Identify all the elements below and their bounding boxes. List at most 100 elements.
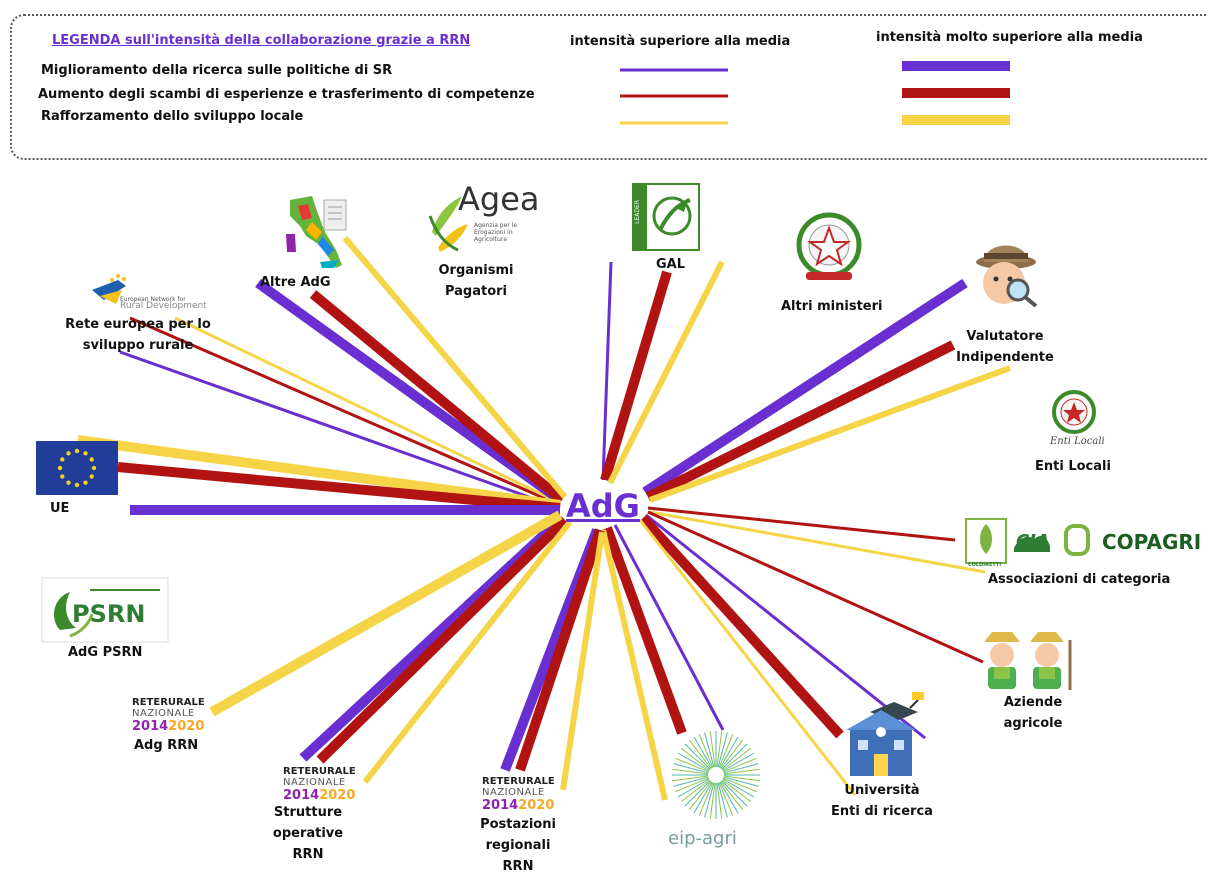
eu-star bbox=[91, 465, 97, 471]
link-valutatore-red bbox=[645, 340, 956, 502]
eip-ray bbox=[723, 768, 760, 775]
eip-ray bbox=[704, 782, 715, 818]
cia-leaf-icon bbox=[1064, 524, 1090, 556]
eip-ray bbox=[693, 781, 713, 814]
link-eip-red bbox=[602, 526, 687, 735]
rrn-logo-strutture: RETERURALE NAZIONALE 20142020 bbox=[283, 766, 356, 803]
node-strutture-operative-rrn: Strutture operative RRN bbox=[272, 805, 344, 862]
eip-ray bbox=[722, 747, 752, 771]
link-rete-europea-yellow bbox=[174, 316, 561, 505]
agea-logo-text: Agea bbox=[458, 180, 540, 218]
rrn-logo-postazioni: RETERURALE NAZIONALE 20142020 bbox=[482, 776, 555, 813]
eu-star bbox=[60, 457, 65, 462]
link-valutatore-purple bbox=[642, 278, 968, 497]
eip-ray bbox=[721, 743, 748, 770]
eu-star bbox=[83, 480, 88, 485]
eip-ray bbox=[704, 732, 715, 768]
node-valutatore-indipendente: Valutatore Indipendente bbox=[956, 329, 1054, 365]
eu-star bbox=[83, 451, 88, 456]
eip-ray bbox=[677, 752, 710, 772]
agea-leaf-icon bbox=[428, 196, 468, 252]
link-aziende-red bbox=[647, 510, 984, 664]
link-gal-purple bbox=[601, 261, 613, 481]
eu-star bbox=[74, 448, 80, 454]
link-altre-adg-yellow bbox=[342, 236, 568, 499]
eip-ray bbox=[722, 752, 755, 772]
enti-locali-emblem-icon bbox=[1052, 390, 1096, 434]
link-universita-red bbox=[639, 514, 844, 739]
link-strutture-yellow bbox=[362, 520, 573, 784]
eip-ray bbox=[720, 781, 744, 811]
link-altre-adg-purple bbox=[255, 278, 563, 505]
link-ue-yellow bbox=[77, 435, 561, 510]
associations-logos bbox=[965, 518, 1090, 564]
node-universita-enti-ricerca: Università Enti di ricerca bbox=[831, 783, 933, 819]
node-associazioni-categoria: Associazioni di categoria bbox=[988, 572, 1171, 587]
link-gal-red bbox=[600, 270, 672, 482]
eip-ray bbox=[684, 780, 711, 807]
node-enti-locali: Enti Locali bbox=[1035, 459, 1111, 474]
eip-ray bbox=[719, 781, 739, 814]
node-adg-rrn: Adg RRN bbox=[134, 738, 199, 753]
legend-col-much-above: intensità molto superiore alla media bbox=[876, 30, 1143, 45]
eip-ray bbox=[672, 768, 709, 775]
eip-ray bbox=[723, 777, 757, 793]
eip-ray bbox=[723, 757, 757, 773]
eip-ray bbox=[721, 780, 748, 807]
eip-ray bbox=[680, 747, 710, 771]
cia-logo-text: CIA bbox=[1016, 531, 1050, 552]
eip-ray bbox=[693, 736, 713, 769]
psrn-logo-text: PSRN bbox=[72, 600, 146, 628]
enrd-logo-text: European Network for Rural Development bbox=[120, 296, 207, 311]
link-universita-yellow bbox=[638, 519, 857, 796]
eu-star bbox=[57, 465, 63, 471]
link-rete-europea-purple bbox=[119, 350, 561, 510]
link-rete-europea-red bbox=[129, 316, 561, 507]
connection-lines bbox=[77, 236, 1012, 801]
eip-ray bbox=[718, 782, 734, 816]
node-organismi-pagatori: Organismi Pagatori bbox=[438, 263, 514, 299]
node-adg-psrn: AdG PSRN bbox=[68, 645, 143, 660]
leader-logo-text: LEADER bbox=[634, 200, 641, 224]
eip-ray bbox=[675, 757, 709, 773]
eip-ray bbox=[718, 734, 734, 768]
legend-title: LEGENDA sull'intensità della collaborazi… bbox=[52, 33, 471, 48]
eip-ray bbox=[698, 782, 714, 816]
link-altre-adg-red bbox=[309, 290, 566, 504]
link-ue-red bbox=[117, 462, 561, 513]
legend-row-research: Miglioramento della ricerca sulle politi… bbox=[41, 63, 393, 78]
node-ue: UE bbox=[50, 501, 70, 516]
legend-row-local-development: Rafforzamento dello sviluppo locale bbox=[41, 109, 304, 124]
enti-locali-logo-text: Enti Locali bbox=[1050, 436, 1105, 447]
psrn-logo-icon bbox=[41, 577, 169, 643]
center-node-adg: AdG bbox=[566, 487, 640, 525]
legend-col-above: intensità superiore alla media bbox=[570, 34, 791, 49]
university-icon bbox=[846, 692, 924, 776]
node-aziende-agricole: Aziende agricole bbox=[1003, 695, 1063, 731]
eu-star bbox=[89, 457, 94, 462]
eu-flag-icon bbox=[36, 441, 118, 495]
eip-ray bbox=[722, 778, 755, 798]
link-eip-purple bbox=[613, 524, 725, 731]
link-postazioni-red bbox=[515, 528, 605, 772]
italian-emblem-icon bbox=[796, 212, 862, 280]
link-valutatore-yellow bbox=[648, 365, 1012, 503]
link-associazioni-yellow bbox=[649, 510, 986, 574]
eip-ray bbox=[688, 781, 712, 811]
eip-ray bbox=[717, 782, 728, 818]
eip-ray bbox=[717, 732, 728, 768]
eip-ray bbox=[723, 776, 759, 787]
node-rete-europea: Rete europea per lo sviluppo rurale bbox=[65, 317, 211, 353]
eip-ray bbox=[709, 782, 716, 819]
link-associazioni-red bbox=[647, 506, 956, 542]
eip-ray bbox=[672, 775, 709, 782]
copagri-logo-text: COPAGRI bbox=[1102, 530, 1202, 554]
eip-ray bbox=[673, 776, 709, 787]
coldiretti-logo-text: COLDIRETTI bbox=[968, 562, 1002, 568]
enrd-logo-icon bbox=[92, 274, 126, 304]
link-gal-yellow bbox=[607, 260, 725, 485]
rrn-logo-adg: RETERURALE NAZIONALE 20142020 bbox=[132, 697, 205, 734]
eip-ray bbox=[698, 734, 714, 768]
legend-box bbox=[10, 14, 1208, 160]
